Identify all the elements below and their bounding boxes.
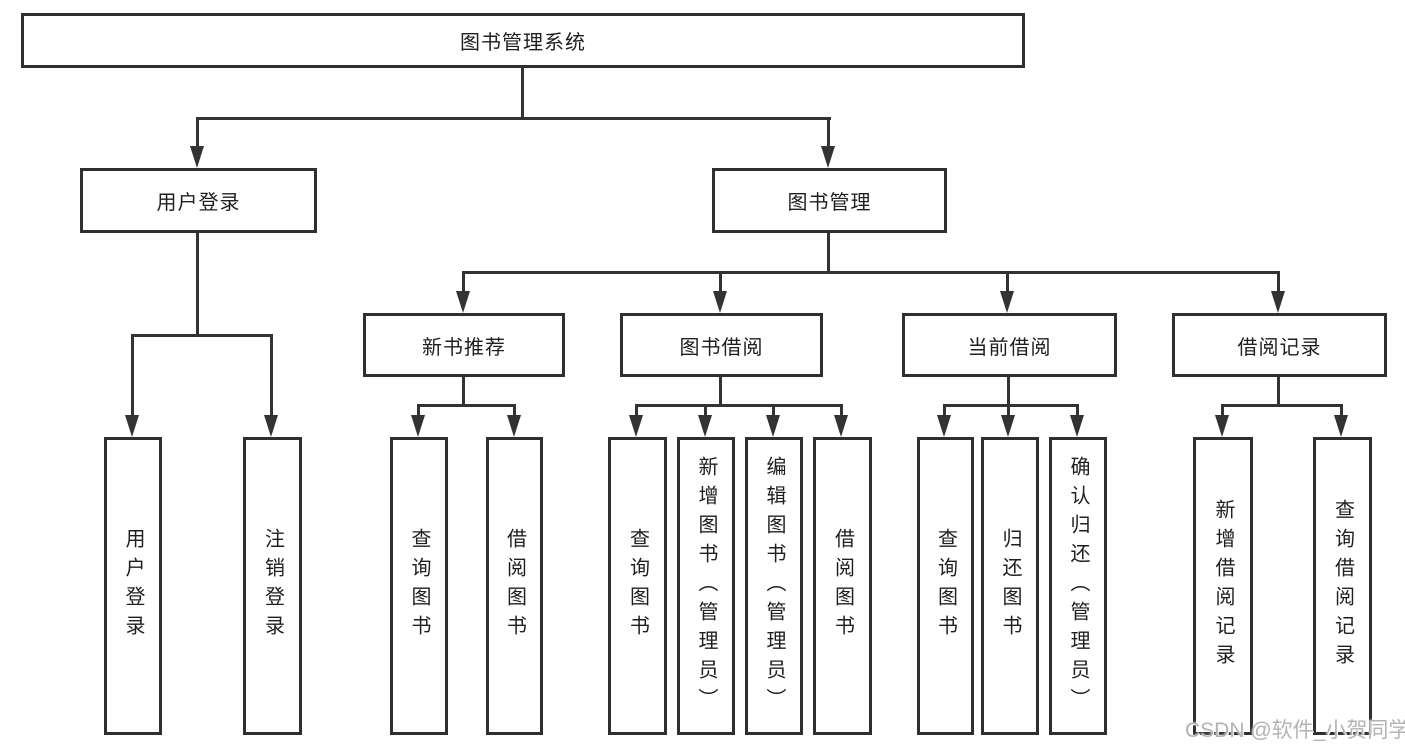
connector-bb-leaf1-drop	[635, 404, 638, 418]
arrowhead-bb-leaf3	[766, 415, 780, 437]
arrowhead-logout-leaf	[264, 415, 278, 437]
node-current-borrowing: 当前借阅	[902, 313, 1117, 377]
arrowhead-bb-leaf4	[834, 415, 848, 437]
arrowhead-cb-leaf1	[937, 415, 951, 437]
node-borrowing-records: 借阅记录	[1172, 313, 1387, 377]
connector-borrow-record-rail	[1221, 404, 1343, 407]
arrowhead-login-leaf	[125, 415, 139, 437]
connector-user-login-rail	[131, 334, 273, 337]
node-library-management-system: 图书管理系统	[21, 13, 1025, 68]
arrowhead-br-leaf1	[1215, 415, 1229, 437]
leaf-confirm-return-admin: 确认归还（管理员）	[1049, 437, 1107, 735]
arrowhead-book-mgmt	[821, 146, 835, 168]
connector-book-borrow-stem	[719, 377, 722, 407]
connector-book-mgmt-drop	[827, 117, 830, 150]
connector-br-leaf1-drop	[1221, 404, 1224, 418]
leaf-query-borrow-record: 查询借阅记录	[1313, 437, 1372, 735]
leaf-user-login: 用户登录	[104, 437, 162, 735]
leaf-add-books-admin: 新增图书（管理员）	[677, 437, 735, 735]
connector-logout-leaf-drop	[270, 334, 273, 416]
leaf-query-books-recommend: 查询图书	[390, 437, 448, 735]
connector-bb-leaf3-drop	[772, 404, 775, 418]
arrowhead-current-borrow	[1000, 291, 1014, 313]
connector-user-login-drop	[196, 117, 199, 150]
connector-book-borrow-drop	[719, 271, 722, 293]
connector-new-book-rail	[417, 404, 516, 407]
connector-bb-leaf2-drop	[704, 404, 707, 418]
connector-current-borrow-drop	[1006, 271, 1009, 293]
arrowhead-bb-leaf1	[629, 415, 643, 437]
connector-book-mgmt-stem	[827, 233, 830, 274]
csdn-watermark: CSDN @软件_小贺同学	[1185, 719, 1405, 742]
leaf-edit-books-admin: 编辑图书（管理员）	[745, 437, 803, 735]
connector-current-borrow-stem	[1007, 377, 1010, 407]
connector-current-borrow-rail	[943, 404, 1079, 407]
connector-br-leaf2-drop	[1340, 404, 1343, 418]
connector-nb-leaf1-drop	[417, 404, 420, 418]
leaf-borrow-books-borrowing: 借阅图书	[813, 437, 872, 735]
arrowhead-bb-leaf2	[698, 415, 712, 437]
leaf-add-borrow-record: 新增借阅记录	[1193, 437, 1253, 735]
connector-new-book-stem	[462, 377, 465, 407]
connector-borrow-record-stem	[1277, 377, 1280, 407]
arrowhead-nb-leaf2	[507, 415, 521, 437]
connector-bb-leaf4-drop	[840, 404, 843, 418]
connector-user-login-stem	[196, 233, 199, 337]
connector-level2-rail	[196, 117, 831, 120]
connector-borrow-record-drop	[1277, 271, 1280, 293]
node-book-management: 图书管理	[712, 168, 947, 233]
leaf-logout: 注销登录	[243, 437, 302, 735]
arrowhead-nb-leaf1	[411, 415, 425, 437]
arrowhead-cb-leaf2	[1001, 415, 1015, 437]
connector-level3-rail	[462, 271, 1280, 274]
leaf-return-books: 归还图书	[981, 437, 1039, 735]
connector-cb-leaf3-drop	[1076, 404, 1079, 418]
node-new-book-recommend: 新书推荐	[363, 313, 565, 377]
connector-new-book-drop	[462, 271, 465, 293]
leaf-borrow-books-recommend: 借阅图书	[486, 437, 543, 735]
connector-login-leaf-drop	[131, 334, 134, 416]
arrowhead-br-leaf2	[1334, 415, 1348, 437]
arrowhead-borrow-record	[1271, 291, 1285, 313]
connector-cb-leaf2-drop	[1007, 404, 1010, 418]
connector-root-stem	[521, 68, 524, 119]
node-user-login: 用户登录	[80, 168, 317, 233]
arrowhead-new-book	[456, 291, 470, 313]
leaf-query-books-current: 查询图书	[917, 437, 974, 735]
connector-book-borrow-rail	[635, 404, 843, 407]
connector-cb-leaf1-drop	[943, 404, 946, 418]
arrowhead-user-login	[190, 146, 204, 168]
node-book-borrowing: 图书借阅	[620, 313, 823, 377]
arrowhead-cb-leaf3	[1070, 415, 1084, 437]
connector-nb-leaf2-drop	[513, 404, 516, 418]
arrowhead-book-borrow	[713, 291, 727, 313]
leaf-query-books-borrowing: 查询图书	[608, 437, 667, 735]
